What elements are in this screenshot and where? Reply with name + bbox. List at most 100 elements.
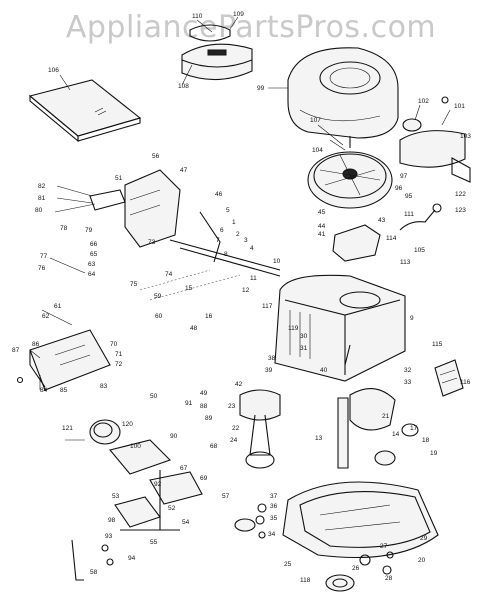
callout-37: 37 [270, 493, 278, 500]
callout-111: 111 [404, 211, 414, 218]
callout-42: 42 [235, 381, 243, 388]
callout-76: 76 [38, 265, 46, 272]
callout-33: 33 [404, 379, 412, 386]
leader-lines [29, 16, 451, 441]
callout-2: 2 [236, 231, 240, 238]
callout-96: 96 [395, 185, 403, 192]
callout-107: 107 [310, 117, 321, 124]
callout-117: 117 [262, 303, 273, 310]
blower-housing[interactable] [287, 47, 399, 139]
callout-106: 106 [48, 67, 59, 74]
callout-74: 74 [165, 271, 173, 278]
callout-77: 77 [40, 253, 48, 260]
callout-61: 61 [54, 303, 62, 310]
callout-64: 64 [88, 271, 96, 278]
callout-78: 78 [60, 225, 68, 232]
callout-20: 20 [418, 557, 426, 564]
callout-91: 91 [185, 400, 193, 407]
carburetor[interactable] [89, 169, 181, 248]
callout-34: 34 [268, 531, 276, 538]
fasteners[interactable] [16, 96, 449, 575]
callout-105: 105 [414, 247, 425, 254]
callout-101: 101 [454, 103, 465, 110]
bracket-plate[interactable] [434, 359, 464, 397]
callout-93: 93 [105, 533, 113, 540]
owners-manual[interactable] [28, 79, 142, 143]
callout-53: 53 [112, 493, 120, 500]
callout-22: 22 [232, 425, 240, 432]
callout-113: 113 [400, 259, 411, 266]
callout-36: 36 [270, 503, 278, 510]
flywheel[interactable] [307, 136, 393, 209]
callout-15: 15 [185, 285, 193, 292]
ignition-module[interactable] [332, 203, 442, 262]
callout-8: 8 [224, 251, 228, 258]
callout-104: 104 [312, 147, 323, 154]
callout-5: 5 [226, 207, 230, 214]
callout-13: 13 [315, 435, 323, 442]
callout-18: 18 [422, 437, 430, 444]
callout-56: 56 [152, 153, 160, 160]
callout-35: 35 [270, 515, 278, 522]
callout-121: 121 [62, 425, 73, 432]
callout-114: 114 [386, 235, 397, 242]
callout-115: 115 [432, 341, 443, 348]
callout-94: 94 [128, 555, 136, 562]
crankcase-sump[interactable] [282, 481, 439, 559]
fuel-cap[interactable] [89, 419, 121, 445]
camshaft-gear[interactable] [374, 423, 419, 466]
callout-10: 10 [273, 258, 281, 265]
callout-28: 28 [385, 575, 393, 582]
callout-29: 29 [420, 535, 428, 542]
callout-92: 92 [154, 481, 162, 488]
callout-54: 54 [182, 519, 190, 526]
callout-31: 31 [300, 345, 308, 352]
callout-47: 47 [180, 167, 188, 174]
callout-85: 85 [60, 387, 68, 394]
cylinder-block[interactable] [274, 274, 406, 382]
fuel-tank[interactable] [29, 329, 111, 391]
callout-44: 44 [318, 223, 326, 230]
callout-32: 32 [404, 367, 412, 374]
callout-110: 110 [192, 13, 203, 20]
callout-45: 45 [318, 209, 326, 216]
callout-57: 57 [222, 493, 230, 500]
callout-24: 24 [230, 437, 238, 444]
callout-21: 21 [382, 413, 390, 420]
callout-82: 82 [38, 183, 46, 190]
callout-122: 122 [455, 191, 466, 198]
callout-58: 58 [90, 569, 98, 576]
callout-99: 99 [257, 85, 265, 92]
oil-seal[interactable] [325, 574, 355, 592]
muffler[interactable] [399, 118, 471, 183]
callout-67: 67 [180, 465, 188, 472]
callout-labels: 110 109 108 106 99 102 101 107 103 104 9… [12, 11, 471, 584]
callout-84: 84 [40, 387, 48, 394]
callout-75: 75 [130, 281, 138, 288]
callout-102: 102 [418, 98, 429, 105]
callout-7: 7 [216, 237, 220, 244]
air-cleaner-cover[interactable] [181, 24, 253, 81]
crankshaft[interactable] [337, 344, 396, 469]
callout-4: 4 [250, 245, 254, 252]
callout-120: 120 [122, 421, 133, 428]
spark-plug-rod[interactable] [71, 539, 114, 581]
governor-linkage[interactable] [139, 211, 281, 301]
callout-9: 9 [410, 315, 414, 322]
governor-parts[interactable] [109, 439, 203, 531]
callout-118: 118 [300, 577, 311, 584]
callout-81: 81 [38, 195, 46, 202]
callout-103: 103 [460, 133, 471, 140]
piston-assembly[interactable] [239, 389, 281, 469]
callout-123: 123 [455, 207, 466, 214]
callout-90: 90 [170, 433, 178, 440]
callout-108: 108 [178, 83, 189, 90]
callout-60: 60 [155, 313, 163, 320]
callout-19: 19 [430, 450, 438, 457]
callout-46: 46 [215, 191, 223, 198]
callout-30: 30 [300, 333, 308, 340]
callout-38: 38 [268, 355, 276, 362]
callout-73: 73 [148, 239, 156, 246]
callout-41: 41 [318, 231, 326, 238]
callout-72: 72 [115, 361, 123, 368]
